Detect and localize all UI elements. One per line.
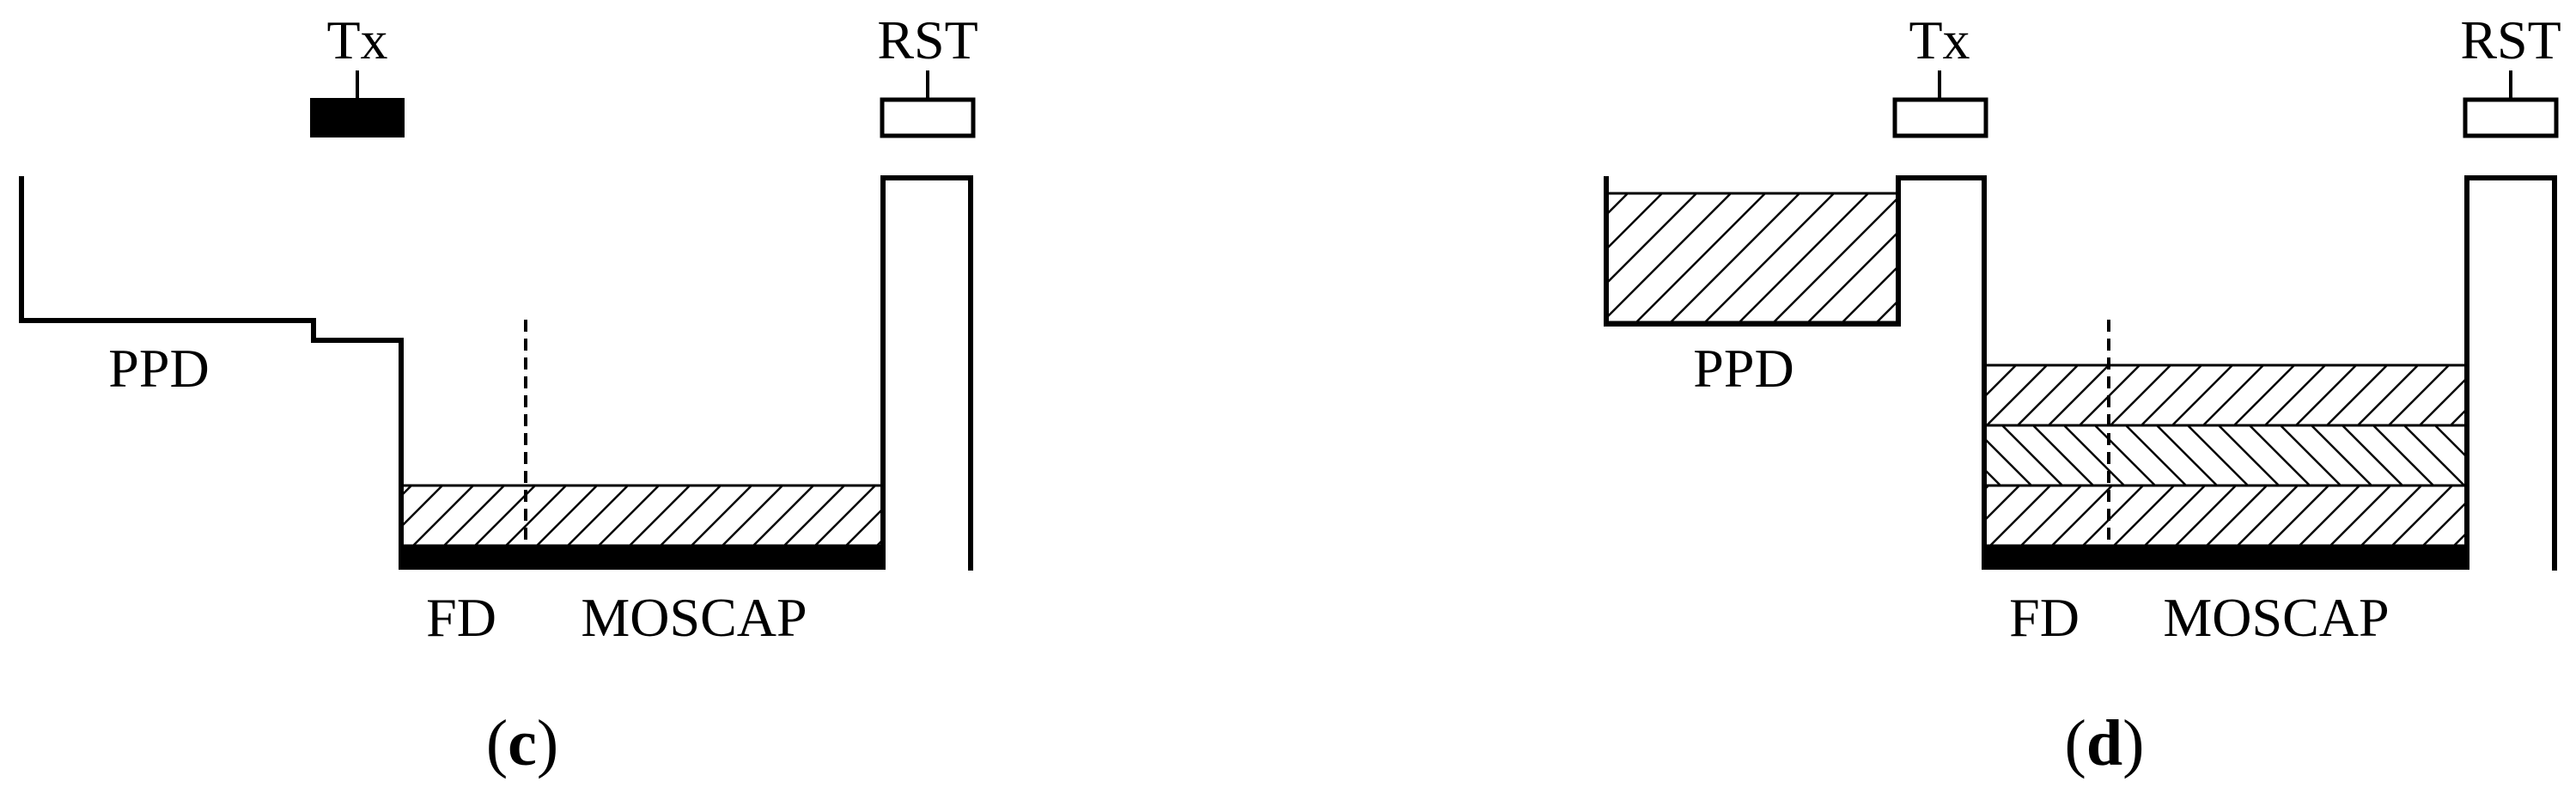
panel-d: Tx RST PPD FD MOSCAP (d) <box>1604 9 2561 779</box>
tx-label: Tx <box>326 9 387 70</box>
fd-charge-layer-bottom <box>1982 484 2468 547</box>
tx-label: Tx <box>1909 9 1970 70</box>
rst-label: RST <box>2460 9 2561 70</box>
fd-label: FD <box>2009 587 2080 648</box>
well-bottom <box>401 546 883 570</box>
fd-label: FD <box>426 587 496 648</box>
moscap-label: MOSCAP <box>2163 587 2389 648</box>
well-bottom <box>1984 546 2466 570</box>
rst-label: RST <box>877 9 977 70</box>
ppd-label: PPD <box>108 338 209 399</box>
potential-profile <box>19 176 404 570</box>
caption-c: (c) <box>486 707 558 779</box>
rst-gate: RST <box>2460 9 2561 138</box>
fd-charge <box>399 484 885 547</box>
rst-barrier <box>2464 175 2557 571</box>
fd-charge-layer-middle <box>1982 424 2468 487</box>
tx-gate: Tx <box>310 9 405 137</box>
caption-d: (d) <box>2065 707 2145 779</box>
tx-gate: Tx <box>1892 9 1988 138</box>
moscap-label: MOSCAP <box>581 587 807 648</box>
rst-barrier <box>880 175 973 571</box>
panel-c: Tx RST PPD FD MOSCAP (c) <box>19 9 978 779</box>
rst-gate: RST <box>877 9 978 138</box>
ppd-charge <box>1605 192 1900 324</box>
potential-profile <box>1604 175 1987 570</box>
fd-charge-layer-top <box>1982 363 2468 427</box>
ppd-label: PPD <box>1693 338 1793 399</box>
